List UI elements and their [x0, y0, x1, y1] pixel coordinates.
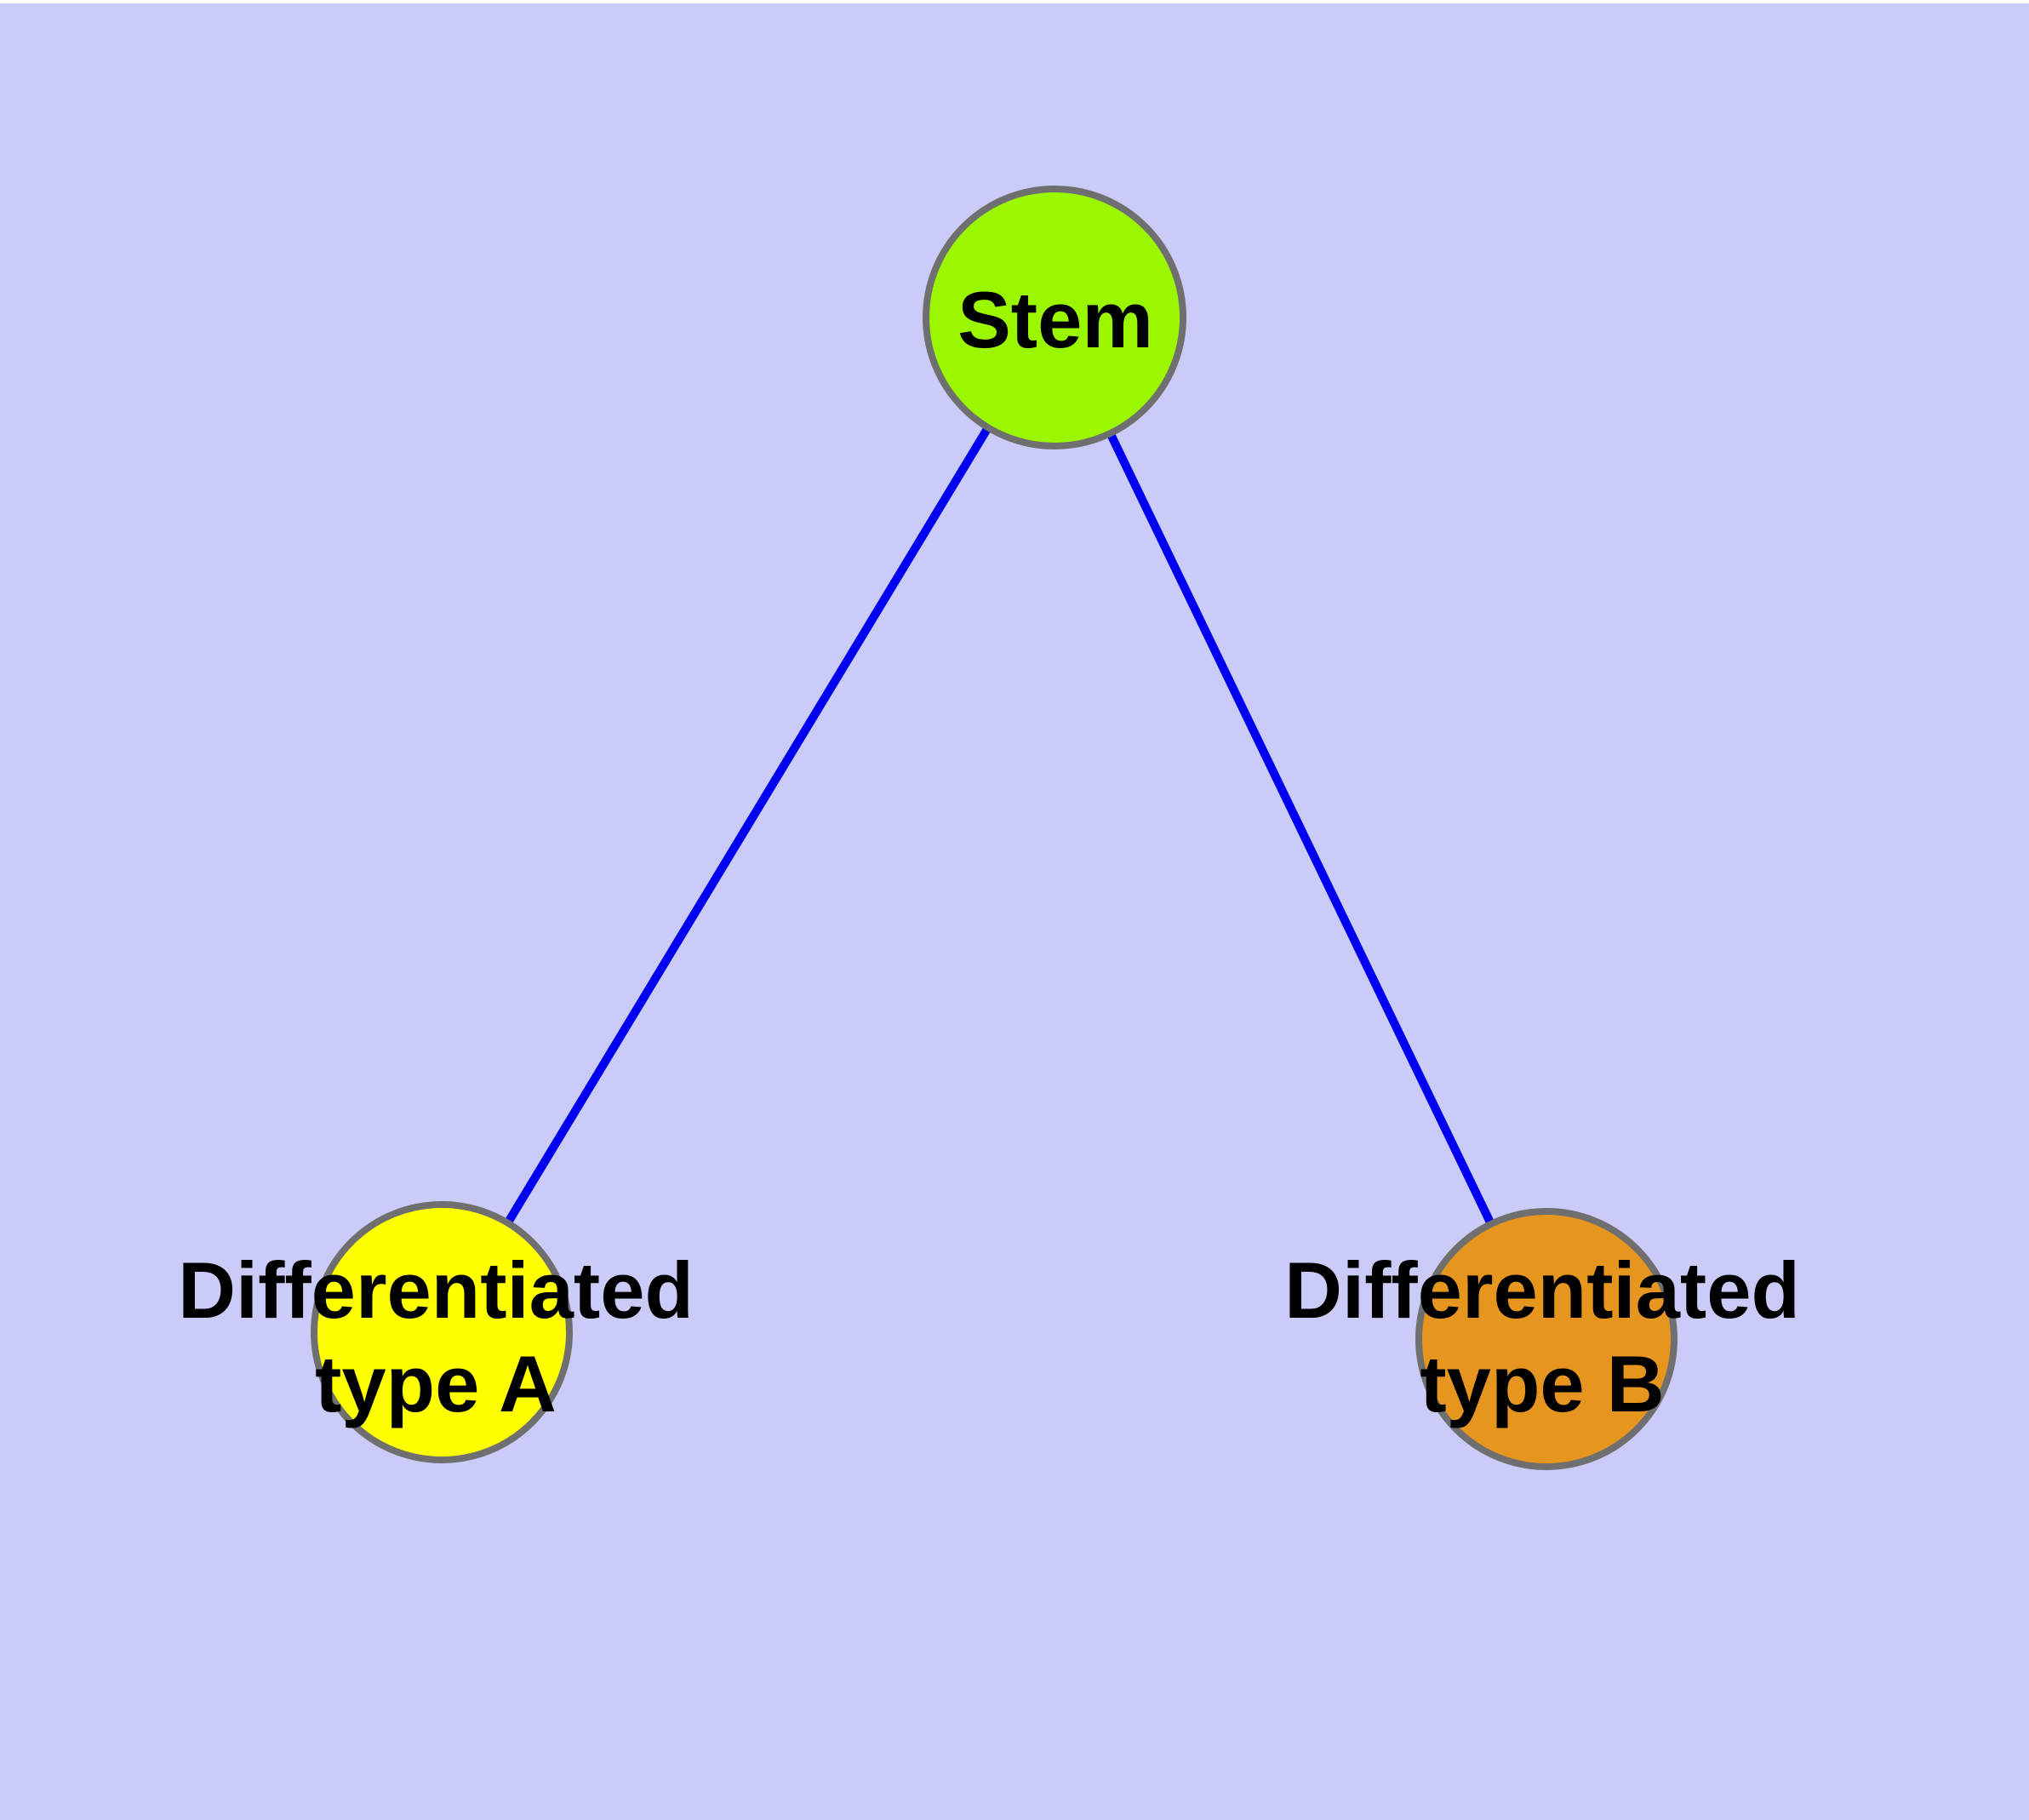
node-type-a-label-line1: Differentiated	[178, 1245, 694, 1335]
node-type-a-circle	[311, 1201, 573, 1463]
node-stem-label: Stem	[957, 275, 1153, 364]
node-labels: Stem Differentiated type A Differentiate…	[178, 275, 1800, 1428]
node-type-b-label-line2: type B	[1420, 1339, 1664, 1428]
node-type-a-label-line2: type A	[315, 1339, 557, 1428]
top-margin-strip	[0, 0, 2029, 3]
nodes	[311, 186, 1677, 1470]
node-stem-circle	[923, 186, 1186, 449]
edge-stem-to-type-b	[1050, 315, 1551, 1342]
edge-stem-to-type-a	[437, 315, 1059, 1335]
edges	[437, 315, 1551, 1342]
node-type-b-circle	[1415, 1208, 1677, 1470]
node-type-b-label-line1: Differentiated	[1284, 1245, 1800, 1335]
